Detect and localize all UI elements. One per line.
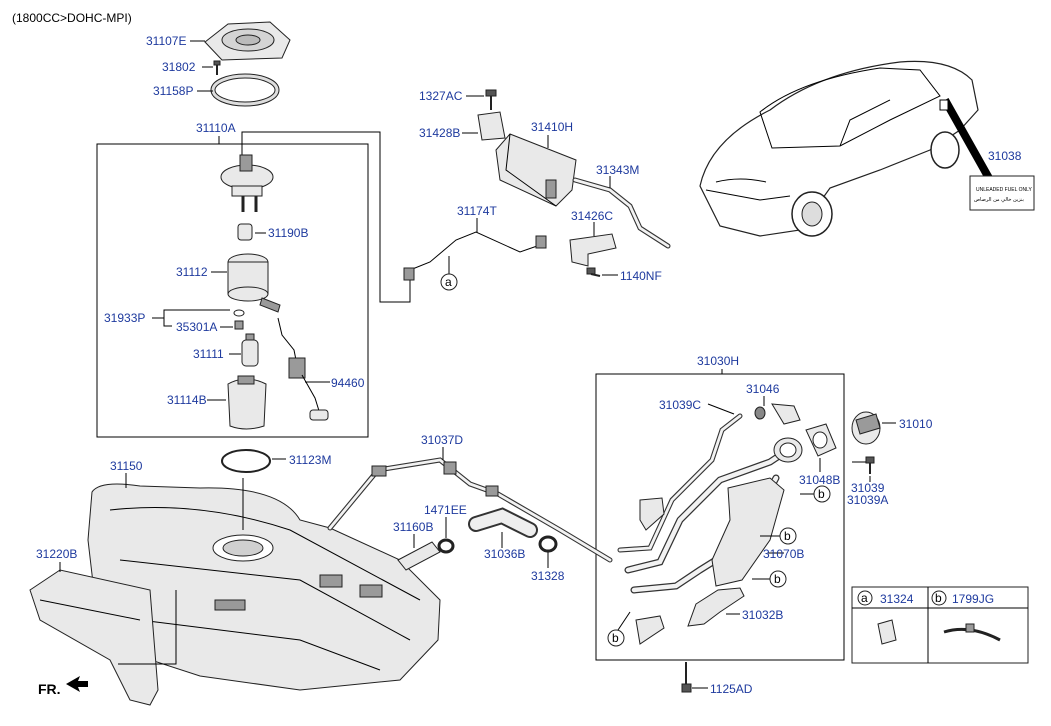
legend-b-mark: b (935, 591, 942, 605)
part-label-31426C: 31426C (571, 209, 613, 223)
part-label-31343M: 31343M (596, 163, 639, 177)
fuel-cap-31010 (851, 411, 881, 445)
part-label-31048B: 31048B (799, 473, 840, 487)
callout-b-circle-4 (607, 629, 625, 647)
bracket-31032B (687, 587, 745, 627)
part-label-31150: 31150 (110, 459, 143, 473)
callout-b-label-4: b (612, 631, 619, 645)
hose-31343M (572, 177, 671, 249)
motor-31111 (241, 333, 259, 367)
part-label-31037D: 31037D (421, 433, 463, 447)
fuel-pump-cover-31107E (204, 21, 291, 61)
part-label-94460: 94460 (331, 376, 365, 390)
filler-assembly-frame (595, 373, 845, 661)
fuel-door-marker (939, 99, 949, 111)
part-label-31428B: 31428B (419, 126, 460, 140)
part-label-31123M: 31123M (289, 453, 331, 467)
callout-b-circle-2 (779, 527, 797, 545)
part-label-31933P: 31933P (104, 311, 145, 325)
ring-31158P (210, 73, 280, 107)
oring-35301A (233, 309, 245, 330)
part-label-31802: 31802 (162, 60, 196, 74)
legend-a-circle (857, 590, 873, 606)
part-label-31039C: 31039C (659, 398, 701, 412)
part-label-31070B: 31070B (763, 547, 804, 561)
part-label-31046: 31046 (746, 382, 780, 396)
part-label-31032B: 31032B (742, 608, 783, 622)
breather-hose-31039C (617, 413, 743, 553)
warning-label-english: UNLEADED FUEL ONLY (976, 187, 1033, 193)
sender-94460 (277, 317, 329, 421)
pump-flange (220, 154, 274, 212)
pump-body-31112 (227, 253, 281, 313)
part-label-31410H: 31410H (531, 120, 573, 134)
hose-31174T (403, 231, 547, 281)
callout-b-label-3: b (774, 572, 781, 586)
callout-b-label-1: b (818, 487, 825, 501)
part-label-31039A: 31039A (847, 493, 888, 507)
part-label-31158P: 31158P (153, 84, 193, 98)
part-label-31039: 31039 (851, 481, 885, 495)
legend-table: a 31324 b 1799JG (851, 586, 1029, 664)
bracket-left-filler (635, 497, 665, 645)
callout-a-circle (440, 273, 458, 291)
shield-31070B (711, 477, 785, 587)
pump-assembly-frame (96, 143, 369, 438)
reservoir-31114B (227, 375, 267, 430)
callout-b-label-2: b (784, 529, 791, 543)
clamp-31328 (538, 535, 558, 553)
callout-b-circle-3 (769, 570, 787, 588)
part-label-1140NF: 1140NF (620, 269, 662, 283)
bolt-1125AD (681, 662, 692, 693)
canister-31410H (495, 133, 577, 207)
part-label-35301A: 35301A (176, 320, 217, 334)
front-arrow-icon (66, 676, 88, 692)
part-label-31036B: 31036B (484, 547, 525, 561)
part-label-31328: 31328 (531, 569, 565, 583)
shield-31220B (29, 569, 159, 706)
front-direction-label: FR. (38, 681, 61, 697)
warning-label-arabic: بنزين خالي من الرصاص (974, 197, 1024, 203)
bracket-31428B (477, 111, 506, 141)
part-label-31190B: 31190B (268, 226, 308, 240)
legend-b-part: 1799JG (952, 592, 994, 606)
clip-31324-icon (877, 619, 897, 645)
vent-tube-31037D (327, 457, 613, 563)
bolt-31802 (213, 60, 221, 75)
engine-spec-header: (1800CC>DOHC-MPI) (12, 11, 132, 25)
part-label-31111: 31111 (193, 347, 224, 361)
part-label-31114B: 31114B (167, 393, 207, 407)
bolt-1140NF (586, 267, 601, 277)
clamp-1471EE (437, 538, 455, 554)
part-label-1125AD: 1125AD (710, 682, 753, 696)
clamp-31046 (754, 403, 801, 425)
part-label-1471EE: 1471EE (424, 503, 467, 517)
ring-31048B (805, 423, 837, 457)
legend-b-circle (931, 590, 947, 606)
part-label-31030H: 31030H (697, 354, 739, 368)
part-label-31160B: 31160B (393, 520, 433, 534)
filter-31190B (237, 223, 253, 241)
part-label-31107E: 31107E (146, 34, 186, 48)
gasket-31123M (221, 449, 271, 473)
bracket-31160B (397, 541, 441, 571)
warning-label-31038: UNLEADED FUEL ONLY بنزين خالي من الرصاص (969, 175, 1035, 211)
part-label-31110A: 31110A (196, 121, 236, 135)
callout-a-label: a (445, 275, 452, 289)
legend-a-part: 31324 (880, 592, 914, 606)
vehicle-sedan-illustration (699, 60, 994, 237)
part-label-31112: 31112 (176, 265, 208, 279)
part-label-31038: 31038 (988, 149, 1022, 163)
part-label-31174T: 31174T (457, 204, 497, 218)
callout-b-circle-1 (813, 485, 831, 503)
part-label-1327AC: 1327AC (419, 89, 463, 103)
part-label-31220B: 31220B (36, 547, 77, 561)
bolt-1327AC (485, 89, 497, 110)
legend-a-mark: a (861, 591, 868, 605)
screw-31039 (865, 456, 875, 474)
part-label-31010: 31010 (899, 417, 933, 431)
hose-31036B (468, 507, 538, 538)
bracket-31426C (569, 233, 617, 267)
